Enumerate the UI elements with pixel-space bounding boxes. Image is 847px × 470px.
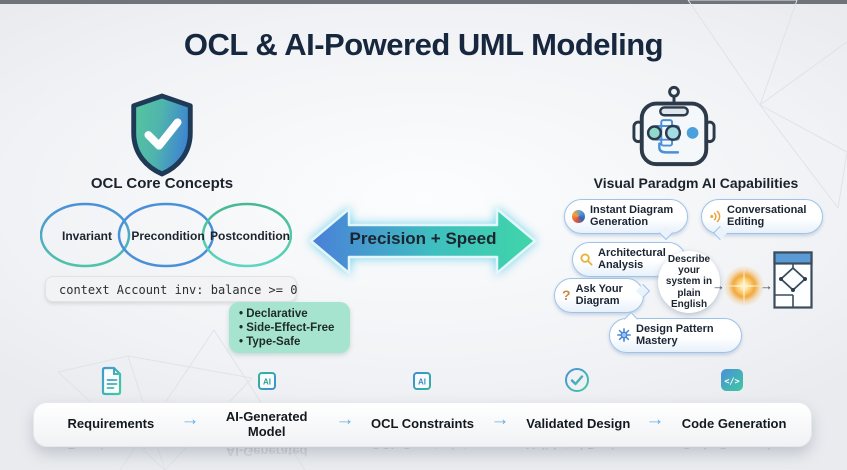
svg-text:AI: AI [418,378,426,387]
page-title: OCL & AI-Powered UML Modeling [183,27,664,62]
sparkle-icon [722,264,766,308]
plain-english-note: Describe your system in plain English [658,251,720,313]
bubble-tail [635,283,650,299]
ai-chip-icon: AI [408,367,436,395]
flow-arrow: → [712,278,725,293]
right-section-heading: Visual Paradgm AI Capabilities [593,175,799,191]
mini-uml-diagram-icon [773,251,813,309]
pipeline-step: Requirements [33,402,189,447]
pipeline-step: Validated Design [500,402,656,447]
ring-label-precondition: Precondition [131,229,205,243]
ocl-code-snippet: context Account inv: balance >= 0 [45,276,297,302]
ai-robot-icon [632,85,716,167]
ocl-properties-list: Declarative Side-Effect-Free Type-Safe [229,302,350,353]
double-arrow-icon [309,207,537,275]
list-item: Type-Safe [239,335,342,349]
pipeline-steps: Requirements AI-Generated Model OCL Cons… [33,402,812,447]
step-label: OCL Constraints [370,416,475,432]
document-icon [101,366,122,396]
bubble-label: Ask Your Diagram [575,283,623,308]
capability-bubble-conversational: Conversational Editing [701,199,823,240]
step-arrow: → [490,409,510,430]
arrow-caption: Precision + Speed [349,229,497,248]
capability-bubble-instant-diagram: Instant Diagram Generation [564,199,688,240]
pipeline-step: Code Generation [656,402,812,447]
gear-icon [617,328,631,343]
step-arrow: → [335,409,355,430]
left-section-heading: OCL Core Concepts [90,175,234,192]
bubble-tail [712,225,728,240]
step-label: Code Generation [681,416,787,432]
pipeline-step: AI-Generated Model [189,402,345,447]
bubble-label: Architectural Analysis [598,247,666,272]
top-strip [0,0,847,4]
bubble-label: Design Pattern Mastery [636,323,714,348]
bubble-label: Instant Diagram Generation [590,204,674,229]
step-arrow: → [645,409,665,430]
capability-bubble-design-pattern: Design Pattern Mastery [609,311,742,353]
svg-text:</>: </> [724,377,739,387]
pipeline-reflection: Requirements AI-Generated Model OCL Cons… [68,448,787,460]
ocl-rings-diagram [40,202,292,268]
pipeline-step: OCL Constraints [345,402,501,447]
step-arrow: → [180,409,200,430]
ring-label-postcondition: Postcondition [210,229,290,243]
bubble-label: Conversational Editing [727,204,807,229]
color-wheel-icon [572,209,585,223]
step-label: Requirements [67,416,155,432]
shield-check-icon [131,93,193,177]
code-icon: </> [721,369,743,391]
flow-arrow: → [760,278,773,293]
list-item: Declarative [239,307,342,321]
ring-label-invariant: Invariant [61,229,113,243]
sound-waves-icon [710,210,721,223]
step-label: Validated Design [526,416,631,432]
step-label: AI-Generated Model [225,408,308,439]
check-circle-icon [565,368,589,392]
pipeline-bar [33,402,812,447]
list-item: Side-Effect-Free [239,321,342,335]
question-mark-icon: ? [562,287,571,304]
ai-chip-icon: AI [253,367,281,395]
capability-bubble-ask-diagram: ? Ask Your Diagram [554,278,650,313]
magnifier-icon [580,253,593,266]
svg-text:AI: AI [263,378,271,387]
